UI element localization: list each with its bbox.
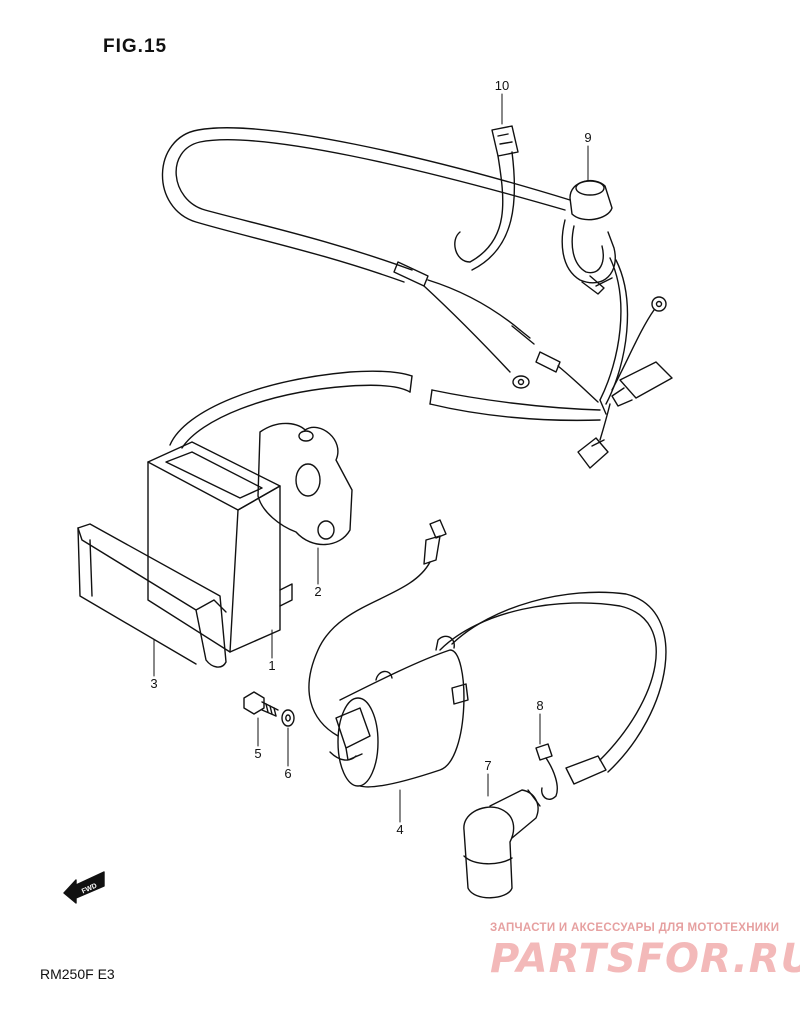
bolt-icon [243,691,279,717]
ref-number-10: 10 [494,78,510,93]
watermark-subtitle: ЗАПЧАСТИ И АКСЕССУАРЫ ДЛЯ МОТОТЕХНИКИ [490,922,780,934]
main-harness [161,127,571,389]
cushion-gasket-icon [257,422,353,546]
ref-number-9: 9 [584,130,592,145]
ignition-coil-icon [329,635,469,788]
fwd-arrow-icon [63,871,105,904]
spark-plug-cap-icon [463,789,541,899]
coil-lead-wire [308,519,447,737]
ref-number-5: 5 [254,746,262,761]
ref-number-1: 1 [268,658,276,673]
ref-number-3: 3 [150,676,158,691]
cdi-unit-icon [147,441,293,653]
mounting-band-icon [77,523,227,668]
ref-number-4: 4 [396,822,404,837]
ref-number-6: 6 [284,766,292,781]
ref-number-8: 8 [536,698,544,713]
ref-number-7: 7 [484,758,492,773]
high-tension-cord [439,591,667,785]
switch-harness [535,257,673,469]
lower-harness [169,370,601,449]
strap-icon [454,125,519,271]
figure-title: FIG.15 [103,36,168,57]
watermark-logo: PARTSFOR.RU [490,936,800,982]
washer-icon [281,709,295,727]
ref-number-2: 2 [314,584,322,599]
clip-icon [535,743,558,800]
model-label: RM250F E3 [40,966,115,982]
leader-lines [153,93,589,823]
engine-stop-switch-icon [561,179,616,295]
